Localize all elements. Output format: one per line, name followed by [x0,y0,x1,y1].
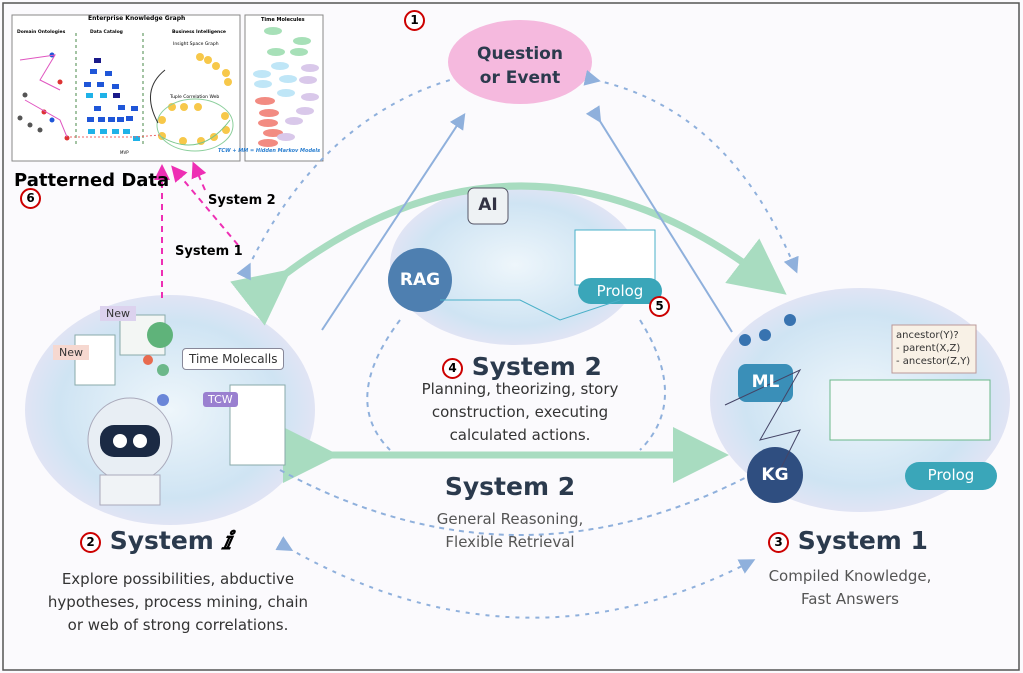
time-molecules-title: Time Molecules [261,17,305,23]
ai-tag: AI [478,195,498,215]
right-illustration-details [724,314,997,503]
system-2-center-title: System 2 [444,472,576,501]
new-tag: New [100,306,136,321]
tuple-correlation-web-label: Tuple Correlation Web [170,95,220,100]
prolog-tag: Prolog [596,282,644,300]
ml-tag: ML [751,372,780,392]
system-2-center-sub: General Reasoning,Flexible Retrieval [436,510,584,551]
tcw-tag: TCW [203,392,238,407]
left-illustration-details [74,314,286,506]
formula-label: TCW + MM = Hidden Markov Models [218,148,321,154]
system-i-glyph: ⅈ [222,526,233,555]
rag-tag: RAG [399,270,441,290]
robot-avatar [87,397,173,506]
insight-space-graph-label: Insight Space Graph [173,42,219,47]
question-or-event-node [448,20,592,104]
middle-illustration-details [388,187,662,321]
mvp-label: MVP [120,150,129,155]
domain-ontologies-label: Domain Ontologies [17,30,66,35]
dashed-arc-middle [279,469,761,536]
ekg-title: Enterprise Knowledge Graph [88,15,186,22]
arrow-left-to-question [321,112,466,331]
pink-arrow-label-system1: System 1 [175,244,243,259]
patterned-data-inset [11,14,324,162]
dashed-loop-middle [366,319,666,451]
time-molecalls-tag: Time Molecalls [182,348,285,370]
pink-arrow-label-system2: System 2 [208,193,276,208]
system-1-sub: Compiled Knowledge,Fast Answers [768,567,932,608]
dashed-arc-bottom [275,536,756,619]
data-catalog-label: Data Catalog [90,30,123,35]
system-2-middle-title: 4 System 2 [442,352,602,381]
prolog-tag-right: Prolog [927,466,975,484]
kg-tag: KG [761,465,789,485]
system-i-title: 2 System ⅈ [80,526,232,555]
pink-arrow-system2b [191,161,207,191]
business-intelligence-label: Business Intelligence [172,30,226,35]
system-1-title: 3 System 1 [768,526,928,555]
number-badge: 6 [20,188,41,209]
number-badge: 5 [649,296,670,317]
dashed-arc-right-top [583,70,799,274]
prolog-code: ancestor(Y)?- parent(X,Z)- ancestor(Z,Y) [896,330,971,367]
patterned-data-label: Patterned Data [14,170,170,191]
new-tag: New [53,345,89,360]
pink-arrow-system2a [171,165,239,246]
dashed-arc-left-top [236,79,451,281]
number-badge: 1 [404,10,425,31]
